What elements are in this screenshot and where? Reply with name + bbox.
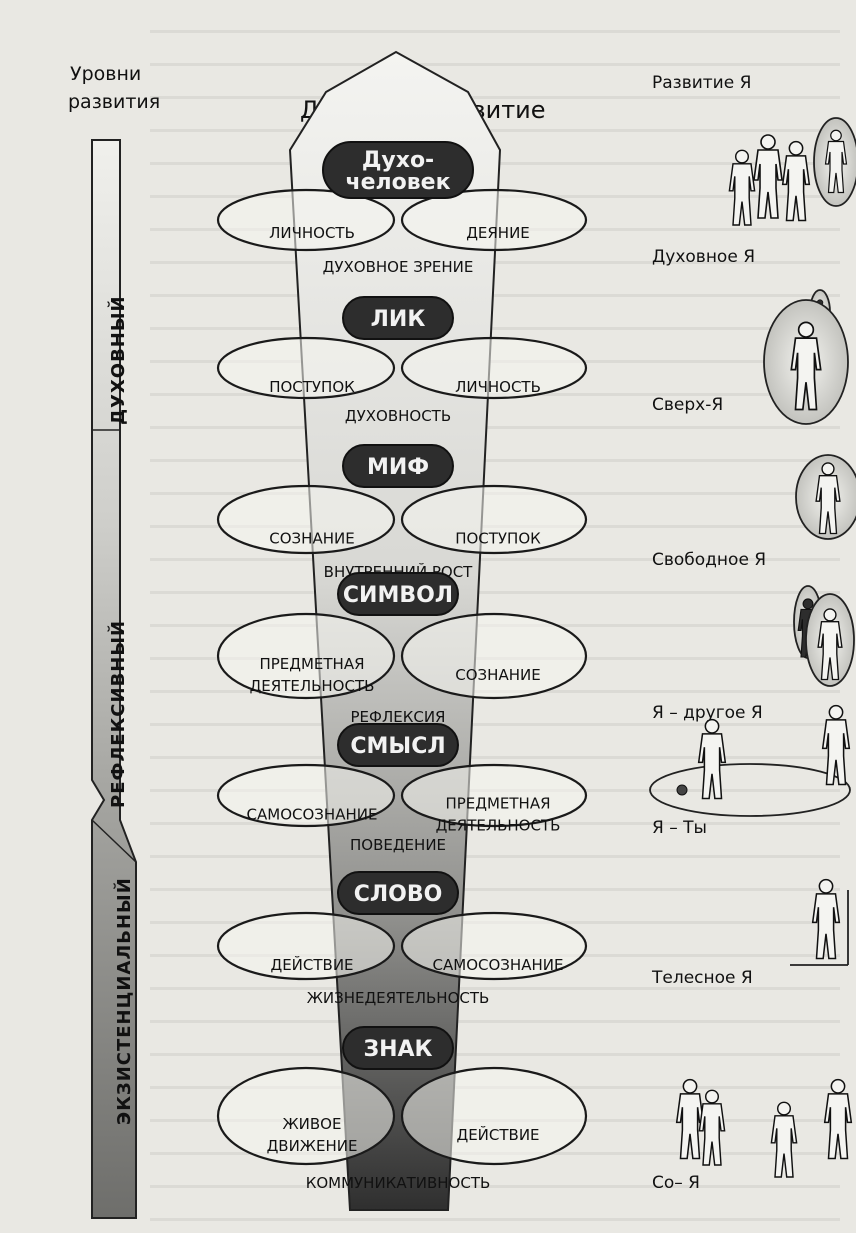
loop-right-label: ЛИЧНОСТЬ (455, 378, 541, 396)
loop-left-label: ПРЕДМЕТНАЯ (259, 655, 364, 673)
background-line (150, 723, 840, 726)
stage-pill-label: СМЫСЛ (350, 734, 445, 759)
loop-right (402, 1068, 586, 1164)
stage-pill-label: СИМВОЛ (343, 583, 453, 608)
person-figure (813, 880, 840, 959)
ball-icon (677, 785, 687, 795)
person-figure (783, 142, 810, 221)
levels-heading-line1: Уровни (70, 63, 141, 85)
loop-right-label: САМОСОЗНАНИЕ (433, 956, 564, 974)
loop-left-label: ДВИЖЕНИЕ (267, 1137, 358, 1155)
background-line (150, 756, 840, 759)
loop-left-label: ПОСТУПОК (269, 378, 355, 396)
band-label: КОММУНИКАТИВНОСТЬ (306, 1174, 491, 1192)
levels-heading-line2: развития (68, 91, 160, 113)
person-figure (823, 706, 850, 785)
stage-pill-label: МИФ (367, 455, 429, 480)
person-body (754, 150, 782, 218)
person-body (823, 720, 850, 785)
background-line (150, 888, 840, 891)
person-head (824, 609, 836, 621)
background-line (150, 1185, 840, 1188)
person-figure (825, 1080, 852, 1159)
self-stage-label: Духовное Я (652, 247, 755, 267)
loop-right-label: ДЕЯНИЕ (466, 224, 530, 242)
person-head (706, 1090, 719, 1103)
background-line (150, 1218, 840, 1221)
background-line (150, 129, 840, 132)
loop-right-label: СОЗНАНИЕ (455, 666, 540, 684)
loop-left-label: САМОСОЗНАНИЕ (247, 806, 378, 824)
background-line (150, 426, 840, 429)
stage-pill-label: ЗНАК (363, 1037, 432, 1062)
background-line (150, 1053, 840, 1056)
person-head (803, 599, 813, 609)
background-line (150, 294, 840, 297)
person-figure (729, 150, 754, 225)
loop-left-label: ДЕЙСТВИЕ (270, 955, 353, 974)
background-line (150, 591, 840, 594)
self-stage-label: Свободное Я (652, 550, 766, 570)
stage-pill-label: человек (345, 170, 450, 195)
background-line (150, 855, 840, 858)
person-head (789, 142, 802, 155)
stage-pill-label: СЛОВО (354, 882, 443, 907)
band-label: ДУХОВНОСТЬ (345, 407, 451, 425)
person-head (819, 880, 832, 893)
person-body (825, 1094, 852, 1159)
person-body (813, 894, 840, 959)
level-label-spiritual: ДУХОВНЫЙ (107, 295, 129, 425)
background-line (150, 63, 840, 66)
loop-left-label: СОЗНАНИЕ (269, 530, 354, 548)
person-figure (771, 1102, 796, 1177)
loop-right (402, 614, 586, 698)
person-head (822, 463, 834, 475)
background-line (150, 459, 840, 462)
person-figure (699, 720, 726, 799)
background-line (150, 327, 840, 330)
loop-left-label: ДЕЯТЕЛЬНОСТЬ (250, 677, 375, 695)
band-label: ПОВЕДЕНИЕ (350, 836, 446, 854)
person-head (829, 706, 842, 719)
person-body (783, 156, 810, 221)
person-head (736, 150, 749, 163)
background-line (150, 30, 840, 33)
person-head (683, 1080, 696, 1093)
level-label-reflexive: РЕФЛЕКСИВНЫЙ (107, 620, 129, 808)
self-stage-label: Со– Я (652, 1173, 700, 1193)
person-figure (754, 135, 782, 218)
loop-left-label: ЖИВОЕ (283, 1115, 342, 1133)
person-head (799, 322, 814, 337)
loop-left-label: ЛИЧНОСТЬ (269, 224, 355, 242)
loop-right-label: ПРЕДМЕТНАЯ (445, 795, 550, 813)
loop-right-label: ДЕЙСТВИЕ (456, 1125, 539, 1144)
person-head (761, 135, 775, 149)
person-figure (677, 1080, 704, 1159)
person-head (831, 130, 842, 141)
self-stage-label: Я – другое Я (652, 703, 763, 723)
self-stage-label: Я – Ты (652, 818, 707, 838)
self-stage-label: Телесное Я (651, 968, 753, 988)
person-body (699, 1104, 724, 1165)
person-head (705, 720, 718, 733)
person-head (831, 1080, 844, 1093)
loop-right-label: ПОСТУПОК (455, 530, 541, 548)
level-label-existential: ЭКЗИСТЕНЦИАЛЬНЫЙ (113, 877, 135, 1125)
band-label: ДУХОВНОЕ ЗРЕНИЕ (323, 258, 474, 276)
person-body (771, 1116, 796, 1177)
self-stage-label: Сверх-Я (652, 395, 723, 415)
person-body (729, 164, 754, 225)
stage-pill-label: ЛИК (371, 307, 426, 332)
self-development-figures (650, 118, 856, 1177)
band-label: ЖИЗНЕДЕЯТЕЛЬНОСТЬ (307, 989, 490, 1007)
loop-right-label: ДЕЯТЕЛЬНОСТЬ (436, 817, 561, 835)
background-line (150, 1020, 840, 1023)
person-head (778, 1102, 791, 1115)
self-development-heading: Развитие Я (652, 73, 751, 93)
